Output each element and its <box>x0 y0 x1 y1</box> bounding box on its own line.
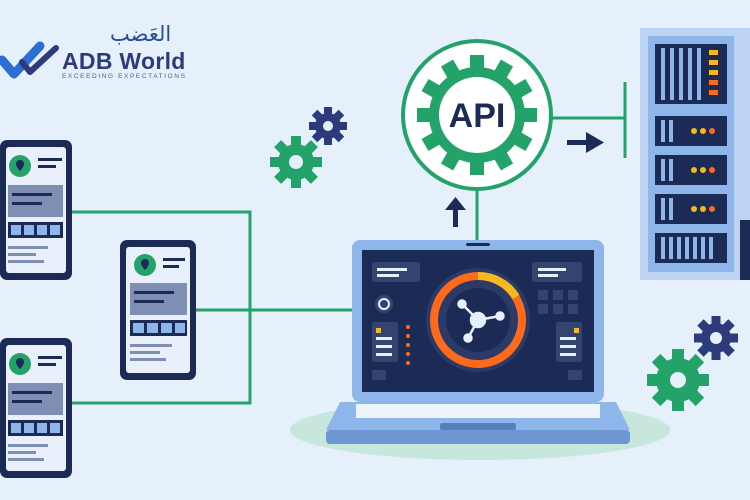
api-badge: API <box>401 39 553 191</box>
logo-brand-name: ADB World <box>62 48 186 74</box>
phone-mockup-top <box>0 140 72 280</box>
logo-tagline: EXCEEDING EXPECTATIONS <box>62 73 187 80</box>
logo-arabic-text: العَضب <box>110 22 172 46</box>
phone-mockup-middle <box>120 240 196 380</box>
gear-icon <box>270 136 322 188</box>
phone-mockup-bottom <box>0 338 72 478</box>
gear-icon <box>647 349 709 411</box>
gear-icon <box>417 55 537 175</box>
connector-lines <box>72 82 627 405</box>
arrow-up-icon <box>445 197 466 227</box>
gear-icon <box>309 107 347 145</box>
laptop-icon <box>290 240 670 460</box>
gear-icon <box>694 316 738 360</box>
logo: العَضب ADB World EXCEEDING EXPECTATIONS <box>0 22 200 82</box>
server-rack-icon <box>640 28 750 280</box>
api-label: API <box>449 97 506 135</box>
check-logo-icon <box>0 41 59 79</box>
arrow-right-icon <box>567 132 604 153</box>
